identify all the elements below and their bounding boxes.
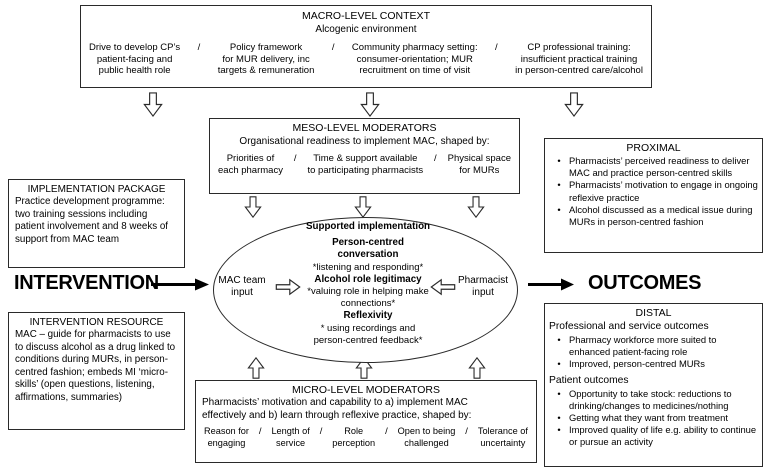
outcomes-label: OUTCOMES [588, 272, 702, 294]
distal-outcomes-box: DISTAL Professional and service outcomes… [544, 303, 763, 467]
distal-subhead-professional: Professional and service outcomes [549, 321, 709, 332]
bullet-icon: • [557, 334, 561, 345]
block-arrow-right-icon [275, 278, 301, 296]
meso-column-3: Physical space for MURs [447, 153, 511, 176]
micro-column-2: Length of service [271, 426, 310, 448]
down-arrow-icon [143, 92, 163, 117]
distal-bullet-4: • Getting what they want from treatment [549, 412, 758, 424]
column-separator: / [465, 426, 468, 437]
theme2-note-1: *valuing role in helping make [307, 286, 429, 298]
distal-bullet-3: • Opportunity to take stock: reductions … [549, 388, 758, 412]
bullet-icon: • [557, 179, 561, 191]
micro-column-4: Open to being challenged [397, 426, 456, 448]
distal-subhead-patient: Patient outcomes [549, 374, 629, 386]
micro-title: MICRO-LEVEL MODERATORS [292, 384, 440, 396]
meso-title: MESO-LEVEL MODERATORS [292, 122, 437, 134]
implementation-title: IMPLEMENTATION PACKAGE [27, 184, 166, 195]
meso-column-1: Priorities of each pharmacy [218, 153, 283, 176]
down-arrow-icon [354, 196, 372, 218]
meso-subtitle: Organisational readiness to implement MA… [239, 136, 490, 147]
distal-bullet-1: • Pharmacy workforce more suited to enha… [549, 334, 758, 358]
outcomes-arrow-icon [527, 278, 575, 291]
column-separator: / [293, 153, 297, 164]
mac-team-input-label: MAC team input [218, 275, 266, 298]
micro-column-1: Reason for engaging [204, 426, 249, 448]
distal-title: DISTAL [635, 307, 672, 319]
micro-column-5: Tolerance of uncertainty [477, 426, 528, 448]
theme-reflexivity: Reflexivity [343, 310, 393, 322]
resource-body: MAC – guide for pharmacists to use to di… [15, 329, 176, 403]
macro-column-3: Community pharmacy setting: consumer-ori… [351, 42, 478, 76]
column-separator: / [258, 426, 262, 437]
column-separator: / [434, 153, 437, 164]
column-separator: / [331, 42, 335, 53]
bullet-icon: • [557, 358, 561, 370]
bullet-icon: • [557, 424, 561, 436]
macro-column-4: CP professional training: insufficient p… [515, 42, 643, 76]
bullet-icon: • [557, 412, 561, 424]
pharmacist-input-label: Pharmacist input [457, 275, 508, 298]
distal-bullet-2: • Improved, person-centred MURs [549, 358, 758, 370]
theme3-note-1: * using recordings and [320, 322, 416, 334]
proximal-bullet-3: • Alcohol discussed as a medical issue d… [549, 204, 758, 228]
block-arrow-left-icon [430, 278, 456, 296]
down-arrow-icon [244, 196, 262, 218]
macro-column-1: Drive to develop CP’s patient-facing and… [89, 42, 181, 76]
proximal-outcomes-box: PROXIMAL • Pharmacists’ perceived readin… [544, 138, 763, 253]
bullet-icon: • [557, 203, 561, 215]
up-arrow-icon [468, 357, 486, 379]
intervention-label: INTERVENTION [14, 272, 159, 294]
micro-column-3: Role perception [332, 426, 376, 448]
proximal-bullet-1: • Pharmacists’ perceived readiness to de… [549, 155, 758, 179]
column-separator: / [495, 42, 498, 53]
intervention-arrow-icon [150, 278, 210, 291]
meso-level-moderators-box: MESO-LEVEL MODERATORS Organisational rea… [209, 118, 520, 194]
macro-subtitle: Alcogenic environment [315, 24, 417, 35]
theme2-note-2: connections* [340, 298, 396, 310]
theme-alcohol-role-legitimacy: Alcohol role legitimacy [314, 273, 422, 285]
supported-implementation-ellipse [213, 217, 518, 363]
ellipse-heading: Supported implementation [305, 221, 431, 232]
down-arrow-icon [564, 92, 584, 117]
down-arrow-icon [360, 92, 380, 117]
intervention-resource-box: INTERVENTION RESOURCE MAC – guide for ph… [8, 312, 185, 430]
implementation-package-box: IMPLEMENTATION PACKAGE Practice developm… [8, 179, 185, 268]
proximal-bullet-2: • Pharmacists’ motivation to engage in o… [549, 179, 758, 203]
column-separator: / [197, 42, 201, 53]
bullet-icon: • [557, 387, 561, 399]
macro-level-context-box: MACRO-LEVEL CONTEXT Alcogenic environmen… [80, 5, 652, 88]
up-arrow-icon [247, 357, 265, 379]
micro-level-moderators-box: MICRO-LEVEL MODERATORS Pharmacists’ moti… [195, 380, 537, 463]
macro-title: MACRO-LEVEL CONTEXT [302, 10, 430, 22]
theme1-note: *listening and responding* [312, 261, 424, 273]
column-separator: / [385, 426, 388, 437]
down-arrow-icon [467, 196, 485, 218]
theme-person-centred-2: conversation [337, 249, 399, 261]
meso-column-2: Time & support available to participatin… [307, 153, 424, 176]
proximal-title: PROXIMAL [626, 142, 681, 154]
implementation-body: Practice development programme: two trai… [15, 196, 169, 245]
theme-person-centred: Person-centred [332, 237, 404, 249]
distal-bullet-5: • Improved quality of life e.g. ability … [549, 424, 758, 448]
ellipse-text-block: Supported implementation Person-centred … [258, 221, 478, 347]
resource-title: INTERVENTION RESOURCE [29, 317, 164, 328]
macro-column-2: Policy framework for MUR delivery, inc t… [217, 42, 315, 76]
theme3-note-2: person-centred feedback* [313, 334, 423, 346]
micro-subtitle: Pharmacists’ motivation and capability t… [202, 397, 472, 421]
bullet-icon: • [557, 155, 561, 166]
column-separator: / [319, 426, 323, 437]
